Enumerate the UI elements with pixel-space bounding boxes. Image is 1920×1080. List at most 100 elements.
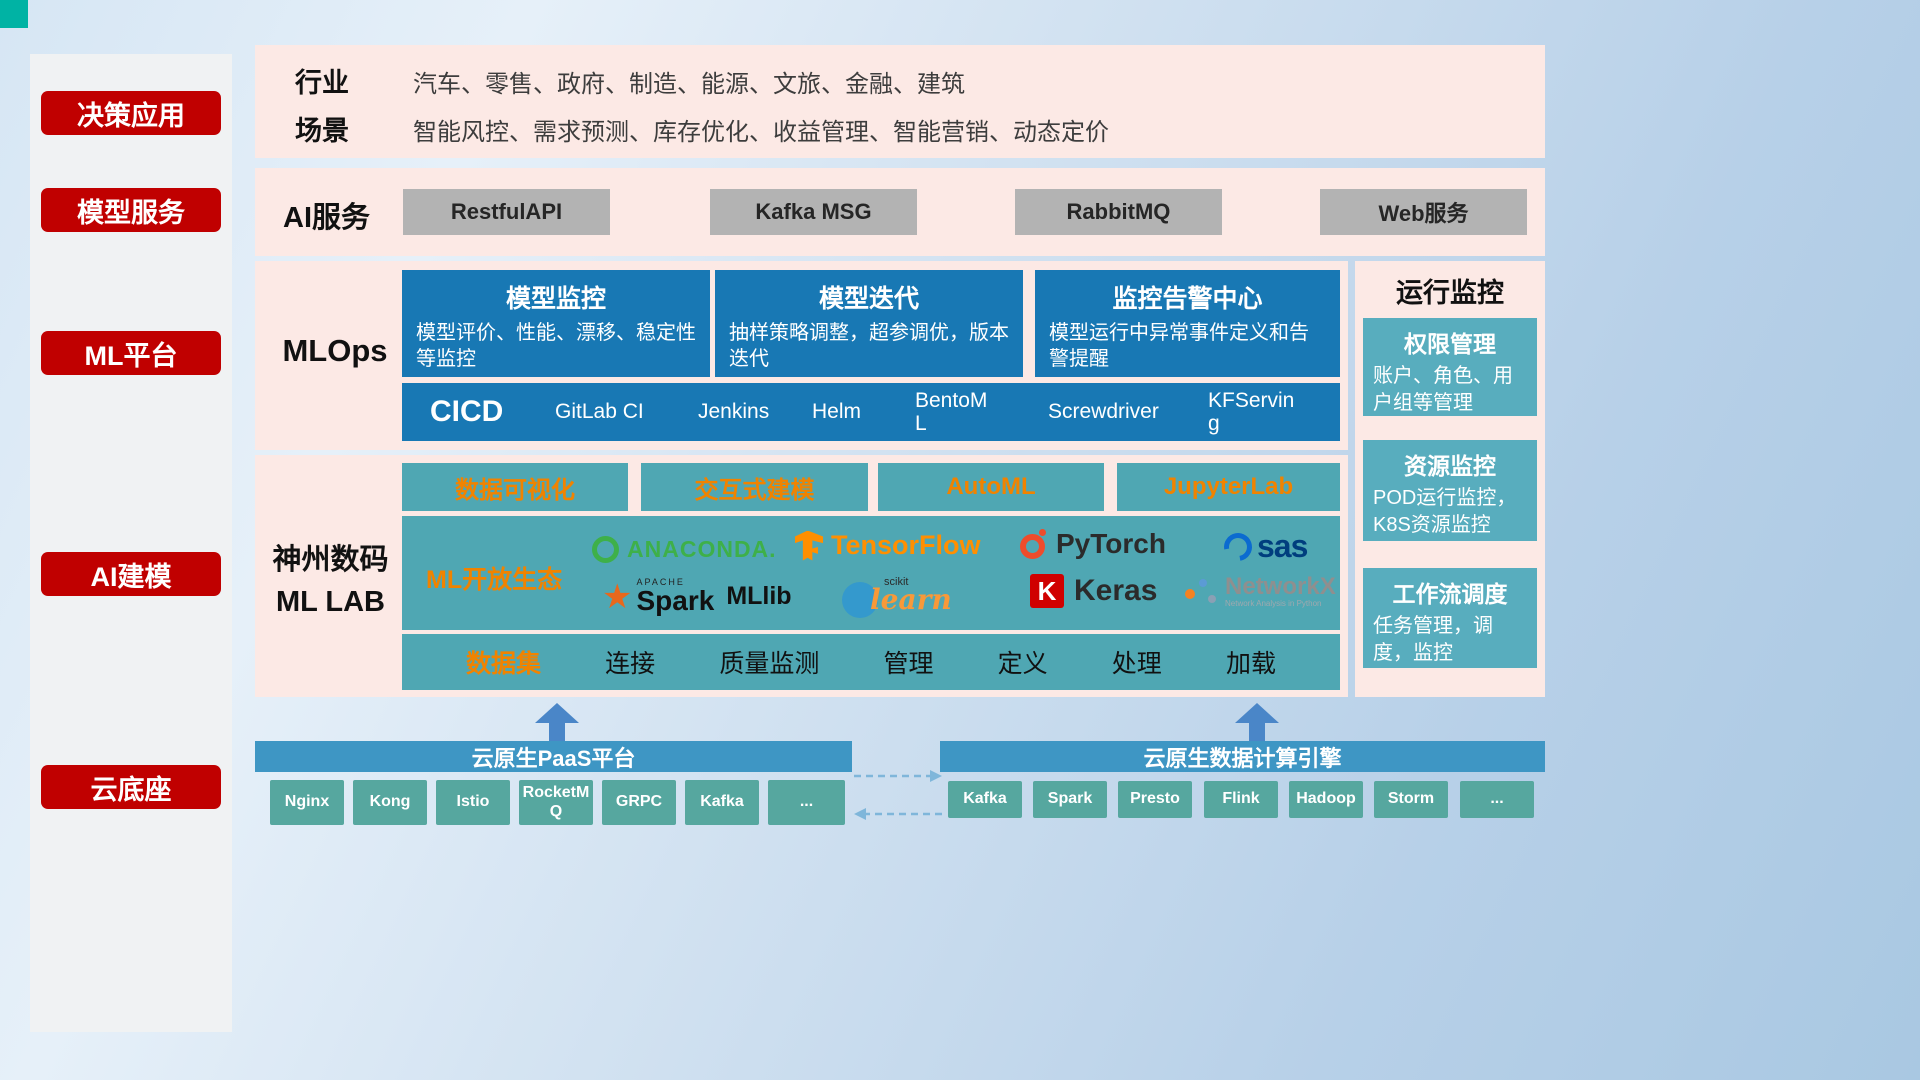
paas-rocketmq: RocketMQ xyxy=(519,780,593,825)
card-desc: POD运行监控，K8S资源监控 xyxy=(1373,487,1517,536)
spark-mllib-logo: ★ APACHE Spark MLlib xyxy=(602,578,792,615)
sidebar-item-decision-app: 决策应用 xyxy=(41,91,221,135)
card-desc: 模型运行中异常事件定义和告警提醒 xyxy=(1049,322,1309,370)
card-title: 权限管理 xyxy=(1404,331,1496,357)
paas-nginx: Nginx xyxy=(270,780,344,825)
paas-kong: Kong xyxy=(353,780,427,825)
card-title: 资源监控 xyxy=(1404,453,1496,479)
paas-bar: 云原生PaaS平台 xyxy=(255,741,852,772)
networkx-icon xyxy=(1185,577,1219,607)
anaconda-text: ANACONDA. xyxy=(627,536,777,562)
cicd-tool-bentoml: BentoML xyxy=(915,388,988,435)
cicd-tool-gitlab: GitLab CI xyxy=(555,400,644,424)
networkx-logo: NetworkX Network Analysis in Python xyxy=(1185,573,1336,609)
pytorch-icon xyxy=(1020,529,1048,559)
card-desc: 模型评价、性能、漂移、稳定性等监控 xyxy=(416,322,696,370)
mllab-panel: 神州数码 ML LAB 数据可视化 交互式建模 AutoML JupyterLa… xyxy=(255,455,1348,697)
up-arrow-icon xyxy=(535,703,579,741)
paas-title: 云原生PaaS平台 xyxy=(471,745,636,771)
monitoring-title: 运行监控 xyxy=(1396,278,1504,308)
service-restfulapi: RestfulAPI xyxy=(403,189,610,235)
card-desc: 账户、角色、用户组等管理 xyxy=(1373,365,1513,414)
spark-apache-text: APACHE xyxy=(636,577,685,587)
scenario-value: 智能风控、需求预测、库存优化、收益管理、智能营销、动态定价 xyxy=(413,119,1109,146)
engine-kafka: Kafka xyxy=(948,781,1022,818)
alert-center-card: 监控告警中心 模型运行中异常事件定义和告警提醒 xyxy=(1035,270,1340,377)
service-rabbitmq: RabbitMQ xyxy=(1015,189,1222,235)
monitoring-panel: 运行监控 权限管理 账户、角色、用户组等管理 资源监控 POD运行监控，K8S资… xyxy=(1355,261,1545,697)
mllib-text: MLlib xyxy=(726,582,792,610)
workflow-card: 工作流调度 任务管理，调度，监控 xyxy=(1363,568,1537,668)
dataset-step-connect: 连接 xyxy=(605,650,656,678)
engine-storm: Storm xyxy=(1374,781,1448,818)
engine-presto: Presto xyxy=(1118,781,1192,818)
keras-text: Keras xyxy=(1074,574,1158,607)
mllab-label-line1: 神州数码 xyxy=(272,544,389,576)
permission-card: 权限管理 账户、角色、用户组等管理 xyxy=(1363,318,1537,416)
dataset-row: 数据集 连接 质量监测 管理 定义 处理 加载 xyxy=(402,634,1340,690)
scenario-label: 场景 xyxy=(295,116,349,146)
mllab-label: 神州数码 ML LAB xyxy=(259,539,402,623)
mllab-label-line2: ML LAB xyxy=(275,586,385,619)
tool-interactive-modeling: 交互式建模 xyxy=(641,463,868,511)
spark-text: Spark xyxy=(636,585,715,616)
keras-logo: K Keras xyxy=(1030,574,1157,608)
anaconda-icon xyxy=(592,536,619,563)
sas-icon xyxy=(1218,527,1258,566)
keras-icon: K xyxy=(1030,574,1064,608)
engine-more: ... xyxy=(1460,781,1534,818)
ecosystem-label: ML开放生态 xyxy=(426,566,563,594)
card-title: 模型迭代 xyxy=(818,285,919,313)
sas-text: sas xyxy=(1257,528,1308,564)
service-kafka-msg: Kafka MSG xyxy=(710,189,917,235)
model-monitoring-card: 模型监控 模型评价、性能、漂移、稳定性等监控 xyxy=(402,270,710,377)
cicd-tool-screwdriver: Screwdriver xyxy=(1048,400,1159,424)
sidebar-item-model-service: 模型服务 xyxy=(41,188,221,232)
scikit-learn-icon xyxy=(842,582,878,618)
data-engine-bar: 云原生数据计算引擎 xyxy=(940,741,1545,772)
tool-automl: AutoML xyxy=(878,463,1104,511)
flow-arrows xyxy=(854,770,942,820)
dataset-label: 数据集 xyxy=(466,650,542,678)
tool-jupyterlab: JupyterLab xyxy=(1117,463,1340,511)
industry-panel: 行业 汽车、零售、政府、制造、能源、文旅、金融、建筑 场景 智能风控、需求预测、… xyxy=(255,45,1545,158)
industry-value: 汽车、零售、政府、制造、能源、文旅、金融、建筑 xyxy=(413,71,965,98)
industry-label: 行业 xyxy=(295,68,349,98)
networkx-text: NetworkX xyxy=(1225,573,1336,600)
paas-kafka: Kafka xyxy=(685,780,759,825)
tensorflow-text: TensorFlow xyxy=(831,530,981,560)
pytorch-text: PyTorch xyxy=(1056,528,1166,559)
sidebar-item-ai-modeling: AI建模 xyxy=(41,552,221,596)
up-arrow-icon xyxy=(1235,703,1279,741)
learn-text: learn xyxy=(870,583,952,616)
card-title: 工作流调度 xyxy=(1392,581,1508,607)
anaconda-logo: ANACONDA. xyxy=(592,536,777,563)
paas-istio: Istio xyxy=(436,780,510,825)
ai-service-label: AI服务 xyxy=(283,202,371,234)
dataset-step-quality-monitor: 质量监测 xyxy=(719,650,820,678)
scikit-learn-logo: scikit learn xyxy=(842,574,958,622)
ml-ecosystem-box: ML开放生态 ANACONDA. TensorFlow PyTorch sas … xyxy=(402,516,1340,630)
corner-accent xyxy=(0,0,28,28)
card-desc: 抽样策略调整，超参调优，版本迭代 xyxy=(729,322,1009,370)
sidebar-item-cloud-base: 云底座 xyxy=(41,765,221,809)
engine-spark: Spark xyxy=(1033,781,1107,818)
engine-flink: Flink xyxy=(1204,781,1278,818)
tensorflow-logo: TensorFlow xyxy=(795,530,981,561)
sas-logo: sas xyxy=(1218,527,1308,566)
tensorflow-icon xyxy=(795,530,823,561)
cicd-tool-kfserving: KFServing xyxy=(1208,388,1295,435)
mlops-label: MLOps xyxy=(282,333,388,368)
pytorch-logo: PyTorch xyxy=(1020,528,1166,560)
tool-data-visualization: 数据可视化 xyxy=(402,463,628,511)
engine-hadoop: Hadoop xyxy=(1289,781,1363,818)
cicd-bar: CICD GitLab CI Jenkins Helm BentoML Scre… xyxy=(402,383,1340,441)
card-desc: 任务管理，调度，监控 xyxy=(1373,615,1493,664)
paas-more: ... xyxy=(768,780,845,825)
data-engine-title: 云原生数据计算引擎 xyxy=(1143,745,1342,771)
dataset-step-process: 处理 xyxy=(1111,650,1162,678)
scikit-text: scikit xyxy=(884,576,909,588)
paas-grpc: GRPC xyxy=(602,780,676,825)
model-iteration-card: 模型迭代 抽样策略调整，超参调优，版本迭代 xyxy=(715,270,1023,377)
mlops-panel: MLOps 模型监控 模型评价、性能、漂移、稳定性等监控 模型迭代 抽样策略调整… xyxy=(255,261,1348,450)
